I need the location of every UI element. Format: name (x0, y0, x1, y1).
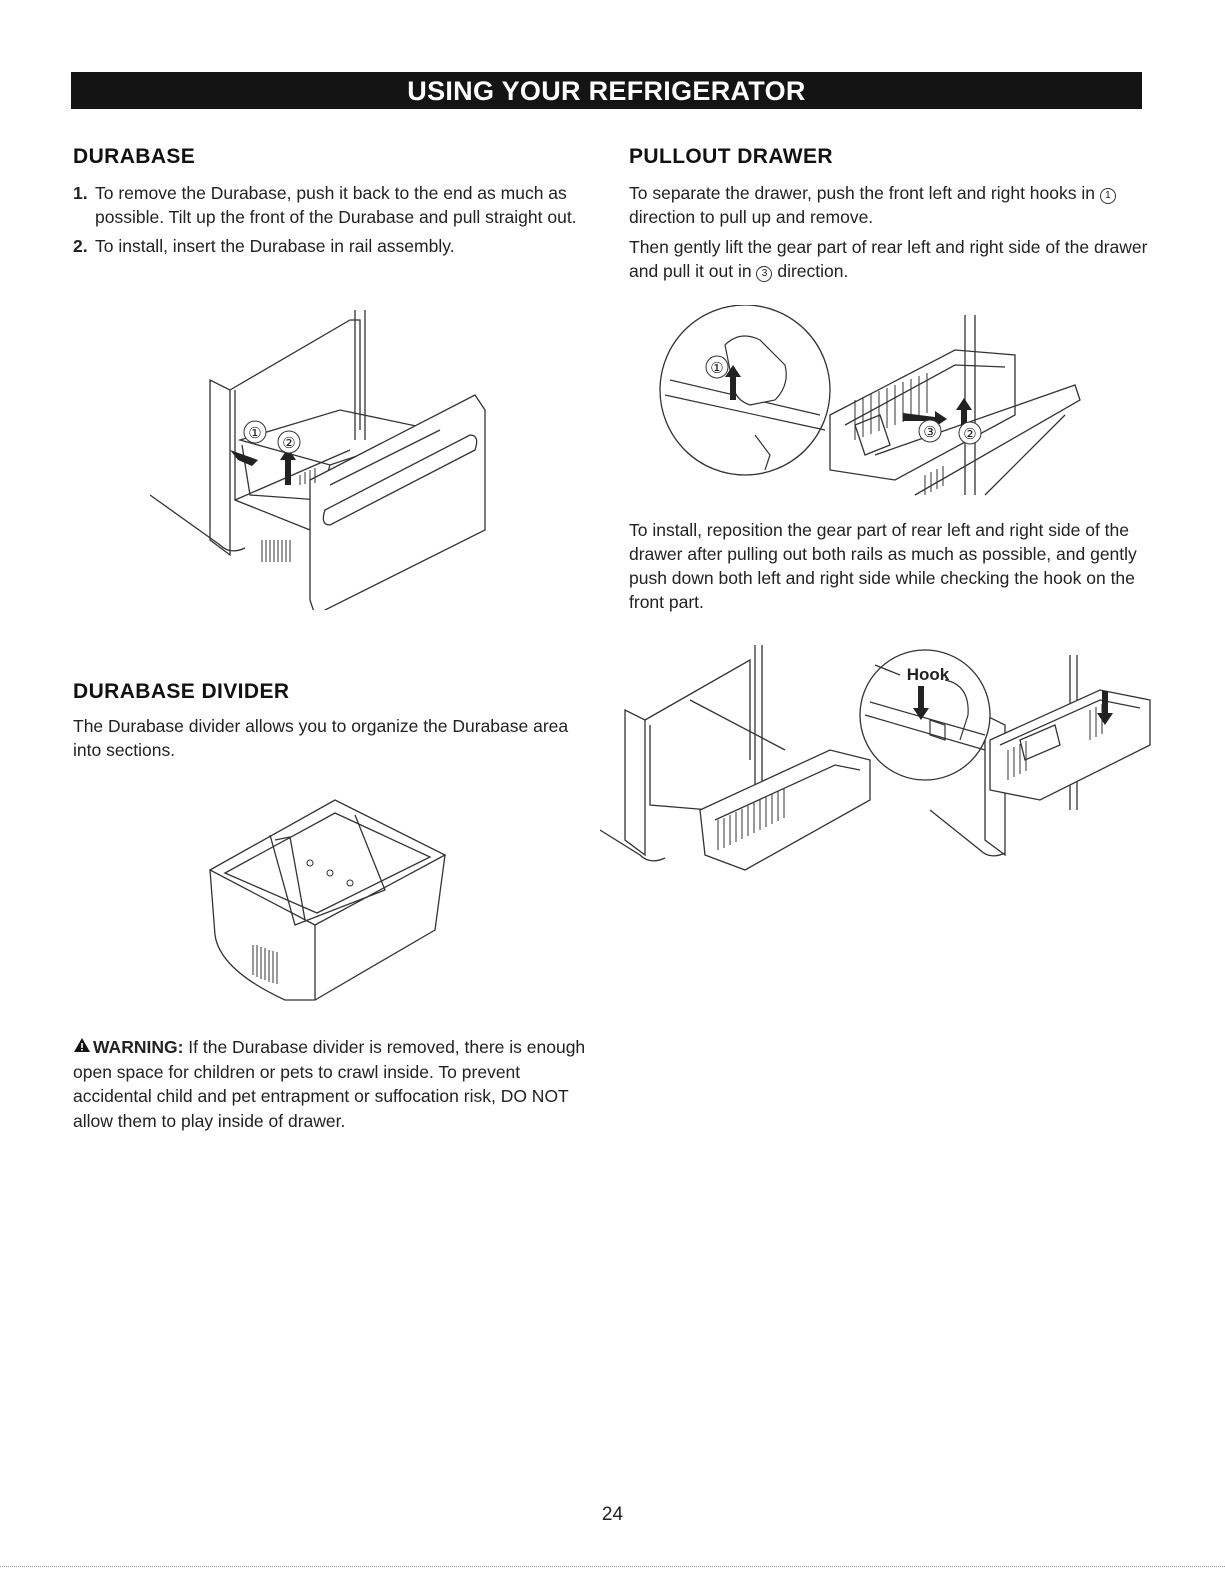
pullout-install-section: To install, reposition the gear part of … (629, 518, 1149, 614)
page-header-bar: USING YOUR REFRIGERATOR (71, 72, 1142, 109)
pullout-paragraph-2: Then gently lift the gear part of rear l… (629, 235, 1149, 283)
warning-block: WARNING: If the Durabase divider is remo… (73, 1035, 593, 1133)
durabase-section: DURABASE 1. To remove the Durabase, push… (73, 145, 593, 263)
pullout-drawer-section: PULLOUT DRAWER To separate the drawer, p… (629, 145, 1149, 289)
figure-label-1: ① (248, 425, 261, 442)
pullout-p1-text-b: direction to pull up and remove. (629, 207, 874, 227)
warning-triangle-icon (73, 1035, 93, 1060)
warning-text: If the Durabase divider is removed, ther… (73, 1037, 586, 1131)
durabase-divider-text: The Durabase divider allows you to organ… (73, 716, 569, 760)
durabase-divider-heading: DURABASE DIVIDER (73, 680, 290, 703)
page-number: 24 (601, 1504, 624, 1525)
warning-lead: WARNING: (93, 1037, 184, 1057)
circled-number-3: 3 (756, 266, 773, 282)
circled-number-1: 1 (1099, 188, 1116, 204)
pullout-drawer-heading: PULLOUT DRAWER (629, 145, 833, 168)
footer-divider (0, 1566, 1225, 1567)
figure-label-2: ② (282, 435, 295, 452)
pullout-drawer-install-illustration: Hook (600, 645, 1151, 871)
durabase-heading: DURABASE (73, 145, 196, 168)
durabase-divider-illustration (208, 799, 447, 1001)
hook-label: Hook (907, 665, 950, 684)
figure-label-3: ③ (923, 424, 936, 441)
pullout-install-text: To install, reposition the gear part of … (629, 520, 1137, 612)
pullout-p2-text-a: Then gently lift the gear part of rear l… (629, 237, 1148, 281)
durabase-step-1: 1. To remove the Durabase, push it back … (73, 181, 593, 229)
durabase-step-2: 2. To install, insert the Durabase in ra… (73, 234, 593, 258)
figure-label-2: ② (963, 426, 976, 443)
pullout-paragraph-1: To separate the drawer, push the front l… (629, 181, 1149, 229)
pullout-drawer-removal-illustration: ① ③ ② (659, 305, 1081, 496)
step-text: To remove the Durabase, push it back to … (95, 183, 577, 227)
figure-label-1: ① (710, 360, 723, 377)
pullout-p1-text-a: To separate the drawer, push the front l… (629, 183, 1095, 203)
pullout-p2-text-b: direction. (777, 261, 849, 281)
step-number: 2. (73, 236, 88, 256)
durabase-removal-illustration: ① ② (150, 310, 486, 610)
durabase-divider-section: DURABASE DIVIDER The Durabase divider al… (73, 680, 593, 762)
step-text: To install, insert the Durabase in rail … (95, 236, 455, 256)
step-number: 1. (73, 183, 88, 203)
page-header-title: USING YOUR REFRIGERATOR (407, 76, 806, 106)
